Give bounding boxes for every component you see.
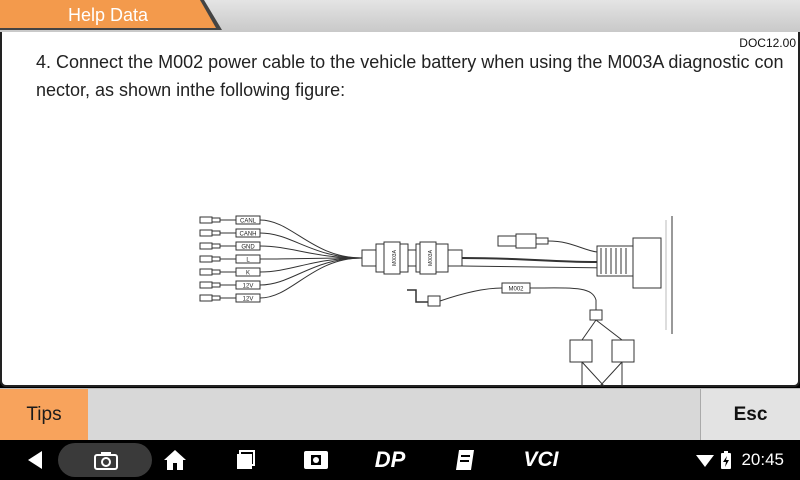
battery-icon (719, 440, 733, 480)
usb-plug (497, 233, 598, 253)
dp-icon[interactable]: DP (374, 447, 406, 472)
connection-diagram: CANL CANH GND L K 12V 12V M003A M003A M002 (199, 215, 673, 387)
title-tab: Help Data (0, 0, 222, 30)
connector-label: M003A (392, 249, 398, 266)
back-icon[interactable] (20, 440, 50, 480)
pin-lead: 12V (199, 257, 363, 303)
instruction-text: 4. Connect the M002 power cable to the v… (36, 52, 784, 100)
aux-cable (461, 265, 613, 269)
home-icon[interactable] (160, 440, 190, 480)
pin-lead: 12V (199, 257, 363, 290)
page-title: Help Data (68, 5, 149, 25)
title-bar: Help Data (0, 0, 800, 32)
pin-lead: CANL (199, 215, 363, 259)
action-bar: Tips Esc (0, 388, 800, 441)
pin-label: 12V (243, 284, 254, 290)
vci-settings-icon[interactable] (300, 440, 332, 480)
recents-icon[interactable] (230, 440, 260, 480)
cable-label: M002 (508, 287, 524, 293)
doc-code: DOC12.00 (739, 36, 796, 50)
pin-label: CANL (240, 219, 257, 225)
esc-button[interactable]: Esc (700, 389, 800, 441)
pin-lead: CANH (199, 228, 363, 259)
tips-button[interactable]: Tips (0, 389, 88, 441)
connection-figure: CANL CANH GND L K 12V 12V M003A M003A M002 (192, 180, 702, 387)
battery-clamps (569, 309, 635, 387)
pin-label: CANH (239, 232, 256, 238)
wifi-icon (695, 440, 715, 480)
db15-connector (596, 216, 673, 334)
screenshot-icon (92, 440, 120, 480)
connector-label: M003A (428, 249, 434, 266)
power-cable: M002 (407, 282, 597, 310)
pin-label: K (246, 271, 250, 277)
help-content-panel[interactable]: DOC12.00 4. Connect the M002 power cable… (0, 32, 800, 387)
vci-icon[interactable]: VCI (523, 448, 559, 471)
pin-label: 12V (243, 297, 254, 303)
obd-connector-pair: M003A M003A (361, 241, 463, 275)
pin-label: L (246, 258, 250, 264)
main-cable (461, 257, 597, 263)
screenshot-button[interactable] (58, 443, 152, 477)
system-navigation-bar: DP VCI 20:45 (0, 440, 800, 480)
notes-icon[interactable] (450, 440, 480, 480)
clock: 20:45 (741, 450, 784, 469)
pin-label: GND (241, 245, 255, 251)
